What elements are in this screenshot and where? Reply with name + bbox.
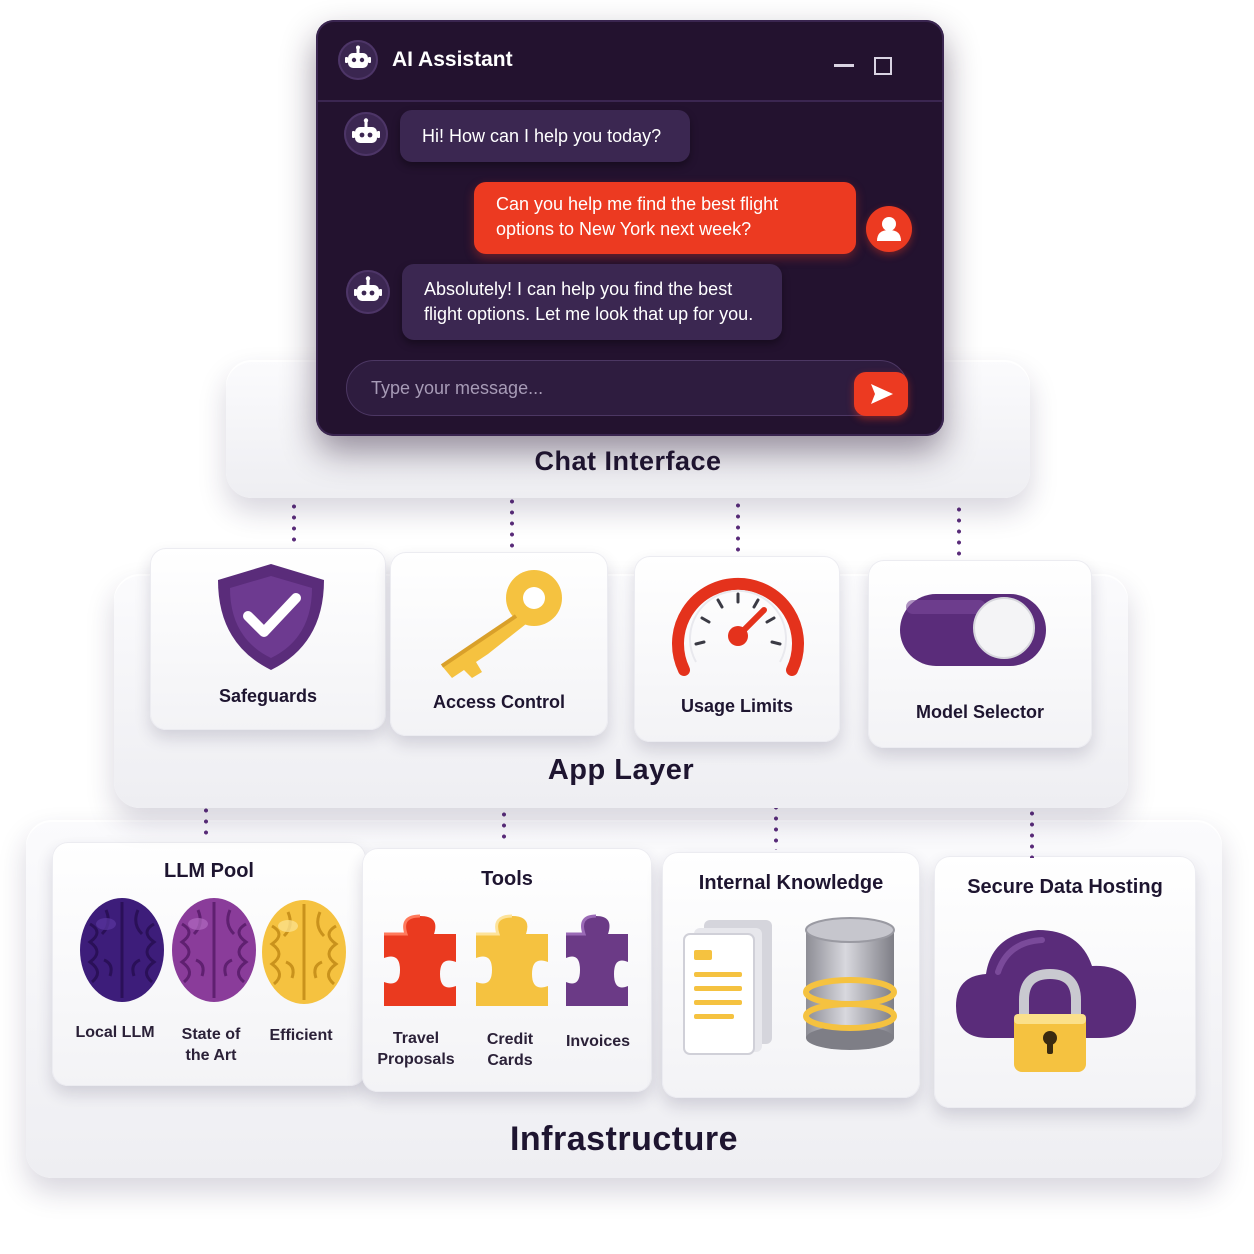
internal-knowledge-title: Internal Knowledge: [698, 872, 884, 894]
user-message-line1: Can you help me find the best flight: [496, 194, 779, 214]
usage-limits-label: Usage Limits: [680, 696, 794, 716]
llm-pool-tile[interactable]: LLM Pool Local LLM State of the Art Effi…: [52, 842, 366, 1086]
assistant-message-line2: flight options. Let me look that up for …: [424, 304, 754, 324]
user-message: Can you help me find the best flight opt…: [474, 182, 856, 254]
puzzle-icon: [566, 914, 628, 1006]
llm-sota-label-2: the Art: [185, 1047, 237, 1064]
connector-dots: [510, 496, 514, 548]
connector-dots: [204, 794, 208, 838]
connector-dots: [502, 798, 506, 844]
cloud-lock-icon: [956, 930, 1137, 1072]
brain-icon: [172, 898, 256, 1002]
app-layer-label: App Layer: [547, 754, 695, 786]
assistant-message-text: Hi! How can I help you today?: [422, 126, 662, 146]
toggle-icon: [900, 594, 1046, 666]
tool-travel-label-1: Travel: [392, 1030, 440, 1047]
chat-title: AI Assistant: [392, 48, 513, 71]
gauge-icon: [672, 577, 804, 676]
tool-credit-label-2: Cards: [487, 1052, 533, 1069]
robot-icon: [344, 112, 388, 156]
assistant-message-line1: Absolutely! I can help you find the best: [424, 279, 733, 299]
llm-sota-label-1: State of: [181, 1026, 241, 1043]
connector-dots: [774, 802, 778, 850]
message-input[interactable]: [346, 360, 908, 416]
documents-icon: [683, 920, 772, 1055]
puzzle-icon: [476, 914, 548, 1006]
send-button[interactable]: [854, 372, 908, 416]
chat-interface-label: Chat Interface: [534, 446, 722, 476]
send-icon: [871, 384, 893, 404]
access-control-tile[interactable]: Access Control: [390, 552, 608, 736]
model-selector-tile[interactable]: Model Selector: [868, 560, 1092, 748]
usage-limits-tile[interactable]: Usage Limits: [634, 556, 840, 742]
assistant-message: Hi! How can I help you today?: [400, 110, 690, 162]
user-message-line2: options to New York next week?: [496, 219, 752, 239]
assistant-message: Absolutely! I can help you find the best…: [402, 264, 782, 340]
tools-tile[interactable]: Tools Travel Proposals Credit Cards Invo…: [362, 848, 652, 1092]
puzzle-icon: [384, 914, 456, 1006]
connector-dots: [736, 500, 740, 552]
maximize-icon[interactable]: [874, 57, 892, 75]
secure-data-hosting-tile[interactable]: Secure Data Hosting: [934, 856, 1196, 1108]
shield-check-icon: [218, 564, 324, 670]
llm-pool-title: LLM Pool: [164, 860, 254, 882]
minimize-icon[interactable]: [834, 64, 854, 67]
tool-travel-label-2: Proposals: [377, 1051, 455, 1068]
llm-efficient-label: Efficient: [269, 1027, 333, 1044]
chat-titlebar: AI Assistant: [316, 20, 944, 102]
connector-dots: [957, 504, 961, 556]
tool-invoices-label: Invoices: [565, 1033, 631, 1050]
safeguards-tile[interactable]: Safeguards: [150, 548, 386, 730]
user-icon: [866, 206, 912, 252]
connector-dots: [292, 490, 296, 542]
brain-icon: [80, 898, 164, 1002]
brain-icon: [262, 900, 346, 1004]
access-control-label: Access Control: [432, 692, 566, 712]
tool-credit-label-1: Credit: [486, 1031, 534, 1048]
database-icon: [803, 917, 897, 1050]
internal-knowledge-tile[interactable]: Internal Knowledge: [662, 852, 920, 1098]
tools-title: Tools: [481, 868, 533, 890]
chat-window: AI Assistant Hi! How can I help you toda…: [316, 20, 944, 436]
infrastructure-label: Infrastructure: [509, 1120, 739, 1158]
robot-icon: [346, 270, 390, 314]
llm-local-label: Local LLM: [75, 1024, 155, 1041]
robot-icon: [338, 40, 378, 80]
key-icon: [440, 570, 562, 678]
model-selector-label: Model Selector: [915, 702, 1045, 722]
connector-dots: [1030, 808, 1034, 858]
safeguards-label: Safeguards: [218, 686, 318, 706]
secure-data-hosting-title: Secure Data Hosting: [967, 876, 1163, 898]
